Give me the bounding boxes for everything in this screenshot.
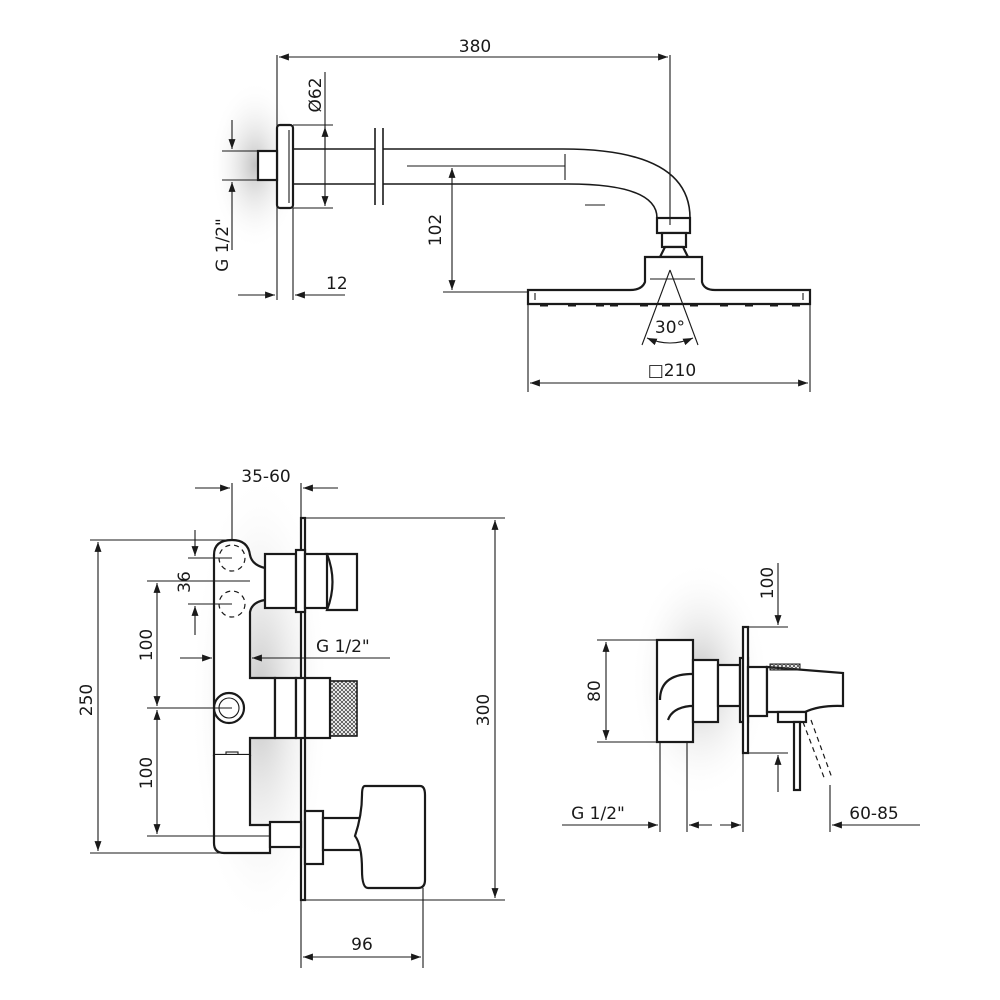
knurled-knob [329, 680, 358, 737]
arm-length-label: 380 [459, 37, 491, 57]
head-size-label: □210 [648, 361, 697, 381]
arm-thread-label: G 1/2" [213, 218, 233, 272]
lower-spacing-label: 100 [137, 757, 157, 789]
lever [792, 720, 802, 792]
outlet-thread-label: G 1/2" [316, 637, 370, 657]
lever-handle [353, 784, 427, 890]
plate-height-label: 300 [474, 694, 494, 726]
arm-lower-edge [293, 183, 658, 219]
diverter-depth-label: 60-85 [849, 804, 898, 824]
thread-nipple [256, 149, 279, 182]
wall-flange [275, 123, 295, 210]
handle-projection-label: 96 [351, 935, 373, 955]
outlet-spacing-label: 36 [175, 571, 195, 593]
flange-diameter-label: Ø62 [306, 77, 326, 112]
upper-spacing-label: 100 [137, 629, 157, 661]
diverter-height-label: 80 [585, 680, 605, 702]
shower-head [526, 255, 812, 306]
diverter-side-view: 80 100 G 1/2" 60-85 [562, 563, 920, 832]
diverter-thread-label: G 1/2" [571, 804, 625, 824]
wall-depth-label: 35-60 [241, 467, 290, 487]
drop-height-label: 102 [426, 214, 446, 246]
mixer-front-view: 35-60 300 250 36 100 100 G 1/2" 96 [77, 467, 505, 968]
arm-upper-edge [293, 148, 691, 219]
body-height-label: 250 [77, 684, 97, 716]
shower-arm-view: 380 Ø62 G 1/2" 12 102 30° □210 [213, 37, 812, 392]
top-handle [325, 552, 359, 612]
spray-angle-label: 30° [655, 318, 685, 338]
lever-height-label: 100 [758, 567, 778, 599]
cartridge-body [765, 665, 845, 714]
swivel-nut [655, 216, 692, 235]
flange-depth-label: 12 [326, 274, 348, 294]
